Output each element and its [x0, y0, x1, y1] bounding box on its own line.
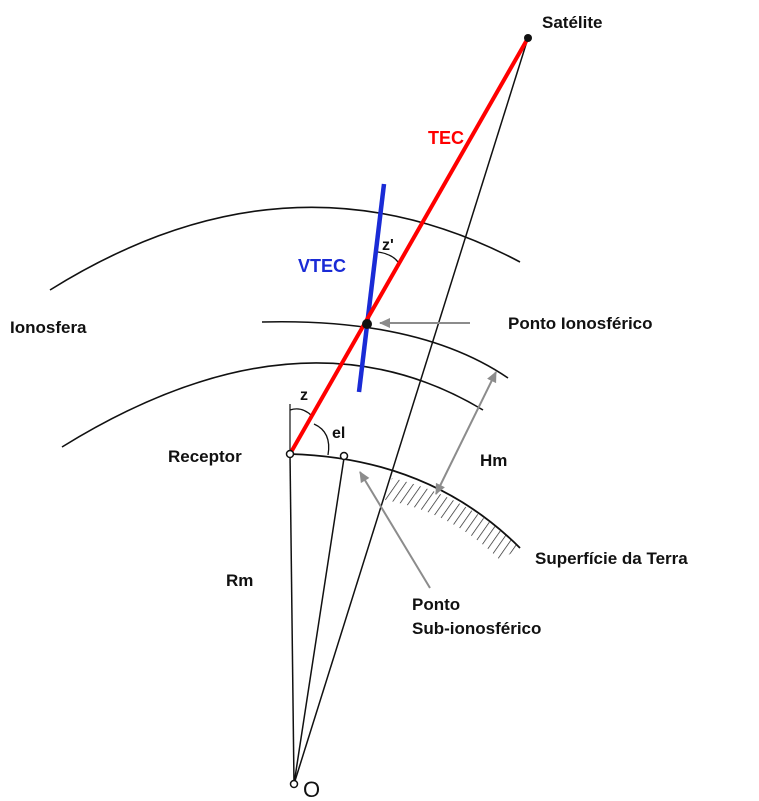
ionosphere-outer-arc — [49, 206, 521, 291]
hm-label: Hm — [480, 451, 507, 470]
earth-surface-arc — [289, 453, 521, 549]
subionospheric-point-label-line1: Ponto — [412, 595, 460, 614]
ionosphere-middle-arc — [261, 320, 509, 379]
subionospheric-point — [339, 451, 349, 461]
center-point — [289, 779, 299, 789]
z-prime-label: z' — [382, 237, 394, 254]
vtec-line — [356, 183, 387, 393]
receiver-label: Receptor — [168, 447, 242, 466]
elevation-angle-arc — [313, 423, 330, 456]
tec-line — [288, 37, 530, 455]
subionospheric-point-label-line2: Sub-ionosférico — [412, 619, 541, 638]
ionospheric-point-label: Ponto Ionosférico — [508, 314, 653, 333]
satellite-point — [524, 34, 532, 42]
z-label: z — [300, 387, 308, 404]
ionosphere-inner-arc — [61, 362, 484, 448]
center-label: O — [303, 777, 320, 801]
ionosphere-label: Ionosfera — [10, 318, 87, 337]
earth-surface-label: Superfície da Terra — [535, 549, 688, 568]
ionospheric-point — [362, 319, 372, 329]
receiver-point — [285, 449, 295, 459]
tec-label: TEC — [428, 128, 464, 148]
center-to-subionospheric-line — [293, 457, 345, 785]
earth-surface-hatching — [385, 478, 520, 560]
rm-label: Rm — [226, 571, 253, 590]
receiver-vertical-line — [289, 453, 295, 785]
z-prime-angle-arc — [377, 251, 399, 263]
vtec-label: VTEC — [298, 256, 346, 276]
zenith-angle-arc — [289, 408, 313, 417]
el-label: el — [332, 425, 345, 442]
center-to-satellite-line — [293, 37, 529, 785]
subionospheric-point-pointer-arrow — [359, 471, 431, 589]
satellite-label: Satélite — [542, 13, 602, 32]
hm-height-arrow — [435, 371, 497, 495]
